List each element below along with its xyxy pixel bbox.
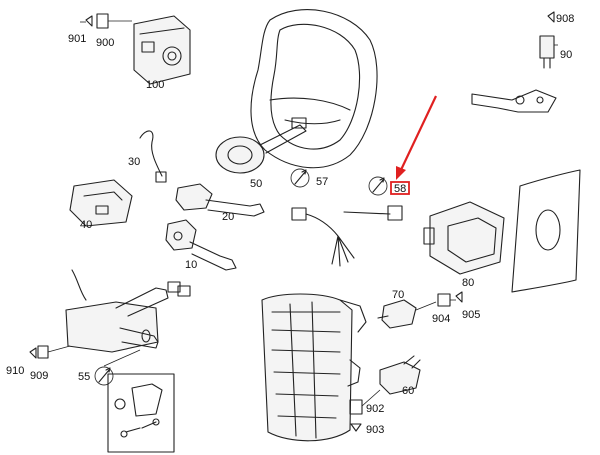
steering-wheel: [250, 9, 378, 169]
red-arrow-icon: [396, 95, 437, 180]
part-80-module: [423, 201, 505, 275]
label-904[interactable]: 904: [432, 313, 450, 325]
part-905-clip: [450, 291, 463, 303]
label-40[interactable]: 40: [80, 219, 92, 231]
part-60-switch: [379, 355, 421, 395]
part-40-switch-module: [69, 179, 133, 227]
label-10[interactable]: 10: [185, 259, 197, 271]
part-58-sensor: [343, 205, 403, 221]
label-60[interactable]: 60: [402, 385, 414, 397]
part-58-highlight-box: [390, 181, 410, 195]
part-10-wiper-switch: [165, 219, 237, 271]
label-58[interactable]: 58: [394, 183, 406, 195]
label-50[interactable]: 50: [250, 178, 262, 190]
part-904-plug: [437, 293, 451, 307]
part-57-wire-harness: [291, 207, 355, 267]
part-900-plug: [96, 13, 132, 29]
part-55-wrench: [94, 366, 114, 386]
label-90[interactable]: 90: [560, 49, 572, 61]
label-80[interactable]: 80: [462, 277, 474, 289]
steering-column: [261, 293, 367, 442]
label-900[interactable]: 900: [96, 37, 114, 49]
label-903[interactable]: 903: [366, 424, 384, 436]
label-910[interactable]: 910: [6, 365, 24, 377]
label-908[interactable]: 908: [556, 13, 574, 25]
label-901[interactable]: 901: [68, 33, 86, 45]
label-70[interactable]: 70: [392, 289, 404, 301]
steering-column-cover: [65, 269, 191, 353]
part-58-wrench: [368, 176, 388, 196]
part-908-clip: [547, 11, 555, 23]
part-70-brake-light-switch: [377, 299, 437, 329]
part-901-connector: [80, 15, 93, 27]
panel-cover: [511, 169, 581, 293]
part-100-ignition-switch: [133, 15, 191, 85]
label-909[interactable]: 909: [30, 370, 48, 382]
part-30-lever: [139, 130, 167, 183]
part-90-switch: [539, 35, 558, 69]
part-57-wrench: [290, 168, 310, 188]
label-55[interactable]: 55: [78, 371, 90, 383]
label-902[interactable]: 902: [366, 403, 384, 415]
part-50-clock-spring: [215, 117, 307, 174]
label-905[interactable]: 905: [462, 309, 480, 321]
label-30[interactable]: 30: [128, 156, 140, 168]
part-903-clip: [350, 423, 362, 432]
part-909-plug: [37, 345, 71, 359]
label-57[interactable]: 57: [316, 176, 328, 188]
label-100[interactable]: 100: [146, 79, 164, 91]
label-20[interactable]: 20: [222, 211, 234, 223]
part-910-connector: [29, 347, 37, 359]
part-902-connector: [349, 389, 381, 415]
part-55-kit-box: [103, 349, 175, 453]
brake-pedal-bracket: [471, 89, 557, 113]
part-20-combination-switch: [175, 183, 265, 217]
